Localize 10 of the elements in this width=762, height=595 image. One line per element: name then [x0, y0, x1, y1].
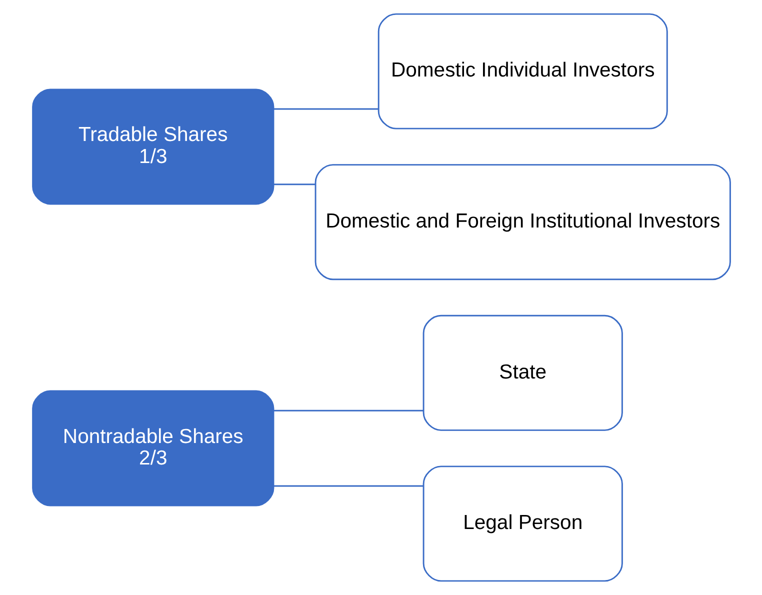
node-box: Tradable Shares 1/3 [32, 88, 274, 205]
connector [273, 410, 423, 412]
connector [273, 184, 315, 186]
connector [273, 108, 378, 110]
node-box: Domestic and Foreign Institutional Investors [314, 164, 730, 280]
node-box: Nontradable Shares 2/3 [32, 390, 274, 506]
node-box: Legal Person [422, 466, 622, 582]
node-box: State [422, 314, 622, 431]
node-box: Domestic Individual Investors [377, 13, 668, 130]
connector [273, 485, 423, 487]
